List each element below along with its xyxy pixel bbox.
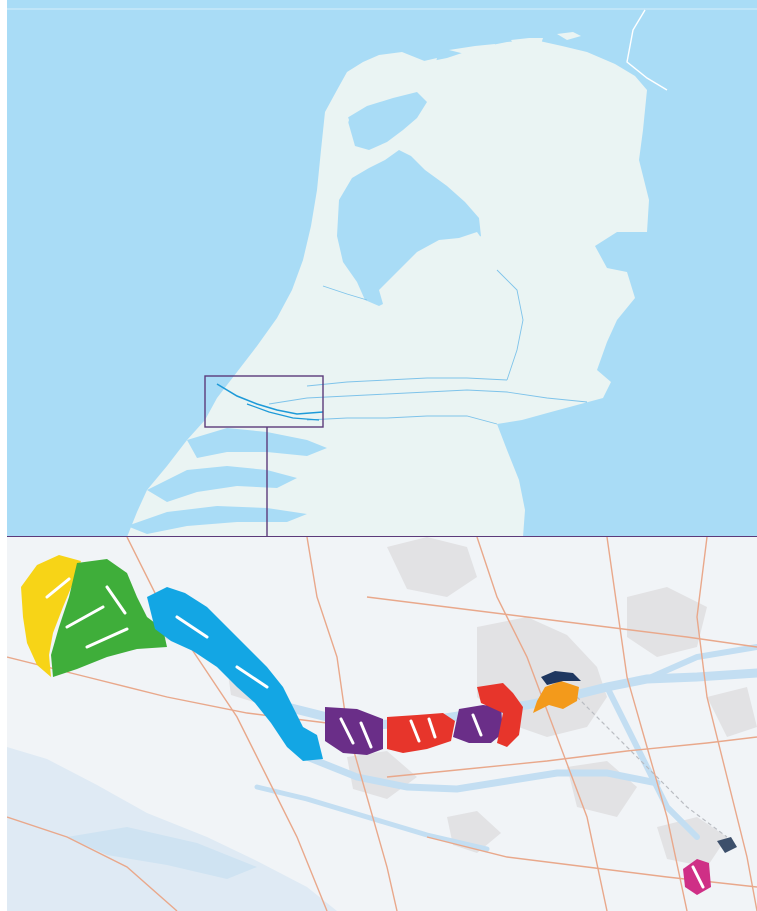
harbour-basin bbox=[427, 717, 437, 739]
road bbox=[606, 537, 688, 911]
port-area-city-ports bbox=[533, 681, 579, 713]
wadden-island-texel bbox=[325, 108, 349, 156]
port-area-eemhaven bbox=[477, 683, 523, 747]
wadden-island-ameland bbox=[449, 44, 495, 54]
road bbox=[696, 537, 757, 911]
wadden-island-east bbox=[557, 32, 581, 40]
harbour-basin bbox=[339, 717, 355, 745]
wadden-island-vlieland bbox=[343, 84, 377, 102]
canal-amsterdam bbox=[322, 285, 368, 301]
ijsselmeer bbox=[337, 150, 481, 306]
port-area-europoort bbox=[147, 587, 323, 761]
river-maas bbox=[306, 415, 498, 425]
detail-sea-channel bbox=[67, 827, 257, 879]
road bbox=[386, 736, 757, 778]
river-waal bbox=[268, 389, 588, 405]
locator-frame bbox=[204, 375, 324, 428]
harbour-basin bbox=[409, 719, 421, 743]
wadden-island-terschelling bbox=[385, 58, 437, 80]
river-lek bbox=[644, 644, 757, 682]
urban-area bbox=[627, 587, 707, 657]
haringvliet-estuary bbox=[187, 428, 327, 458]
detail-sea bbox=[7, 747, 337, 911]
channel-south bbox=[254, 784, 490, 852]
harbour-basin bbox=[471, 713, 483, 737]
harbour-basin bbox=[691, 865, 705, 889]
port-area-dordrecht-east bbox=[717, 837, 737, 853]
rivers bbox=[216, 269, 588, 425]
urban-area bbox=[387, 537, 477, 597]
road bbox=[7, 816, 178, 911]
port-area-maasvlakte bbox=[51, 559, 167, 677]
overview-map bbox=[7, 0, 757, 537]
waterway-rotterdam bbox=[216, 383, 324, 415]
flevoland bbox=[379, 232, 487, 314]
harbour-basin bbox=[65, 605, 105, 629]
harbour-basin bbox=[175, 615, 209, 639]
wadden-island-schiermonnikoog bbox=[511, 38, 543, 46]
road bbox=[366, 596, 757, 648]
harbour-basin bbox=[359, 721, 373, 749]
port-area-stadshavens bbox=[541, 671, 581, 685]
harbour-basin bbox=[85, 627, 129, 649]
port-areas bbox=[21, 555, 737, 895]
detail-map bbox=[7, 537, 757, 911]
river-oude-maas bbox=[303, 753, 661, 793]
oosterschelde-estuary bbox=[147, 466, 297, 502]
port-area-maasvlakte-2 bbox=[21, 555, 81, 677]
harbour-basin bbox=[105, 585, 127, 615]
harbour-basins bbox=[45, 577, 705, 889]
national-border bbox=[626, 9, 668, 91]
harbour-basin bbox=[235, 665, 269, 689]
harbour-basin bbox=[45, 577, 71, 599]
river-ijssel bbox=[496, 269, 524, 381]
wadden-sea bbox=[347, 92, 427, 150]
river-rijn bbox=[306, 377, 508, 387]
urban-area bbox=[707, 687, 757, 737]
port-area-vondelingenplaat bbox=[387, 713, 455, 753]
westerschelde-estuary bbox=[127, 506, 307, 534]
waterway-rotterdam-south bbox=[246, 403, 320, 421]
railway bbox=[566, 686, 728, 838]
